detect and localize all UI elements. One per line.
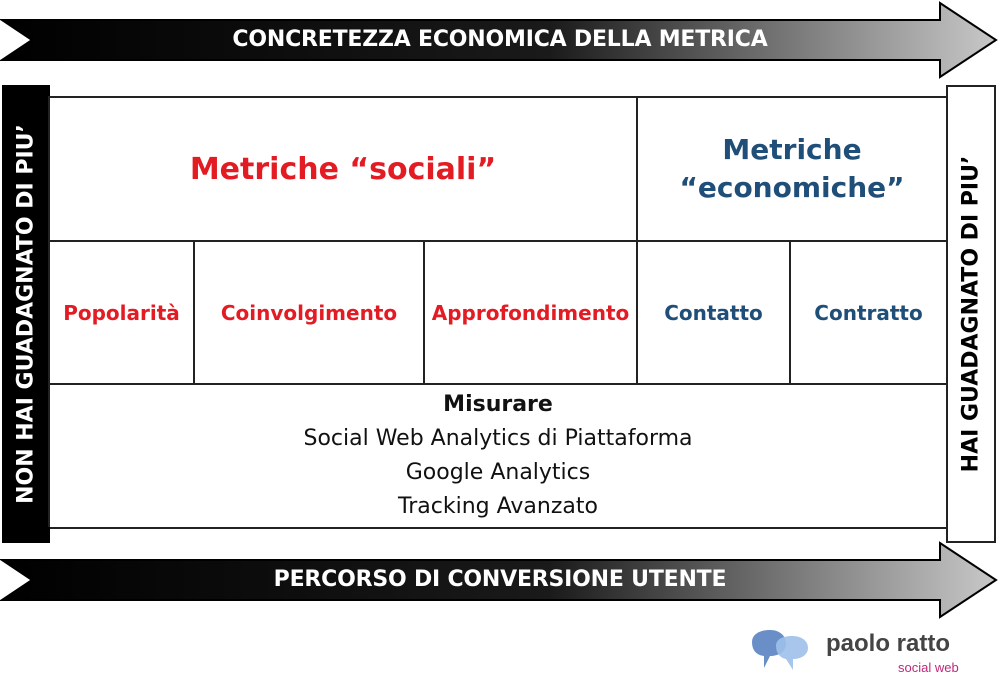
economic-heading-line1: Metriche <box>722 133 862 166</box>
measure-section: Misurare Social Web Analytics di Piattaf… <box>50 385 948 529</box>
speech-bubbles-icon <box>752 630 808 670</box>
logo: paolo ratto social web <box>748 628 988 678</box>
cell-label: Contratto <box>814 300 923 325</box>
social-heading-text: Metriche “sociali” <box>189 151 497 187</box>
arrow-shape <box>0 1 998 79</box>
right-bar: HAI GUADAGNATO DI PIU’ <box>946 85 996 543</box>
measure-item: Google Analytics <box>405 460 591 485</box>
cell-label: Contatto <box>664 300 763 325</box>
logo-name-text: paolo ratto <box>826 630 950 657</box>
measure-item: Tracking Avanzato <box>398 494 598 519</box>
cell-approfondimento: Approfondimento <box>425 242 638 385</box>
left-bar-label: NON HAI GUADAGNATO DI PIU’ <box>13 124 39 504</box>
metrics-table: Metriche “sociali” Metriche “economiche”… <box>48 96 948 529</box>
measure-item: Social Web Analytics di Piattaforma <box>303 426 693 451</box>
cell-label: Popolarità <box>63 300 180 325</box>
cell-label: Coinvolgimento <box>220 300 398 325</box>
logo-tagline: social web <box>898 660 959 675</box>
top-arrow: CONCRETEZZA ECONOMICA DELLA METRICA <box>0 0 1000 80</box>
logo-name: paolo ratto <box>826 630 950 658</box>
cell-popolarita: Popolarità <box>50 242 195 385</box>
bottom-arrow: PERCORSO DI CONVERSIONE UTENTE <box>0 540 1000 620</box>
left-bar: NON HAI GUADAGNATO DI PIU’ <box>2 85 50 543</box>
economic-metrics-heading: Metriche “economiche” <box>638 98 948 242</box>
cell-contratto: Contratto <box>791 242 948 385</box>
cell-label: Approfondimento <box>431 300 630 325</box>
social-metrics-heading: Metriche “sociali” <box>50 98 638 242</box>
cell-contatto: Contatto <box>638 242 791 385</box>
economic-heading-line2: “economiche” <box>679 171 905 204</box>
arrow-shape <box>0 541 998 619</box>
right-bar-label: HAI GUADAGNATO DI PIU’ <box>958 155 984 473</box>
top-arrow-label: CONCRETEZZA ECONOMICA DELLA METRICA <box>232 27 768 52</box>
cell-coinvolgimento: Coinvolgimento <box>195 242 425 385</box>
measure-title: Misurare <box>443 392 553 417</box>
bottom-arrow-label: PERCORSO DI CONVERSIONE UTENTE <box>273 567 727 592</box>
